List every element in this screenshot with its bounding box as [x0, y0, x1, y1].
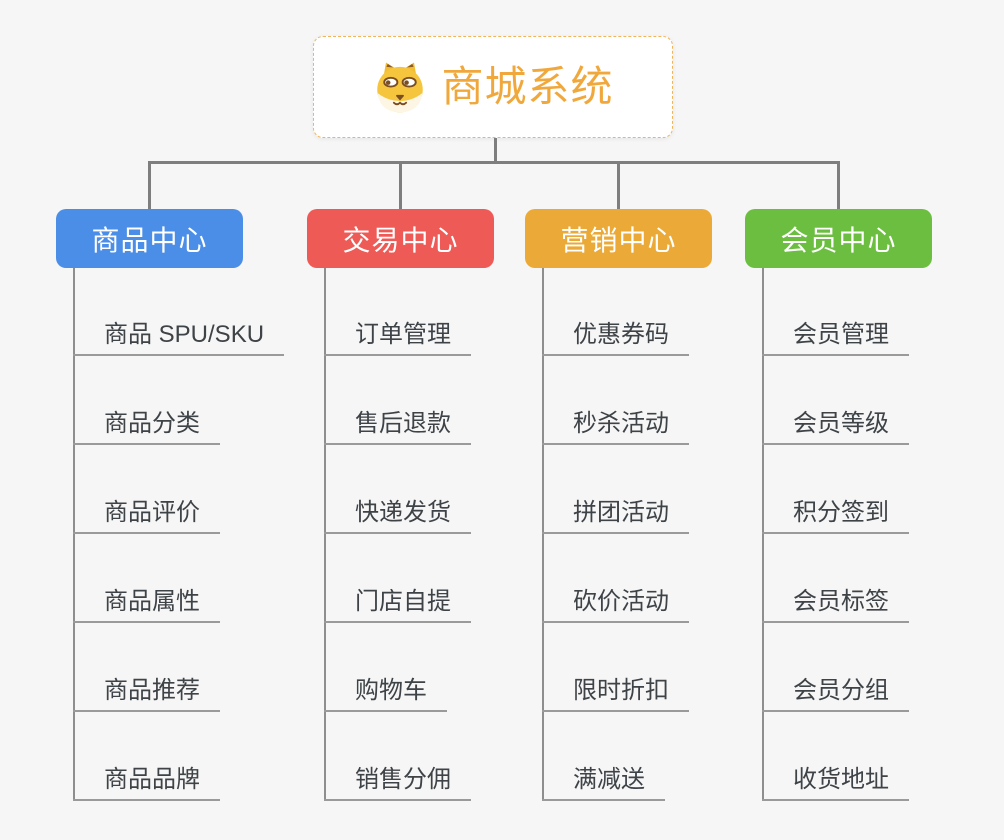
branch-item[interactable]: 商品 SPU/SKU: [73, 316, 285, 356]
branch-label: 商品中心: [91, 224, 208, 256]
root-node[interactable]: 商城系统: [313, 36, 673, 138]
branch-item-label: 收货地址: [793, 766, 889, 794]
branch-item[interactable]: 积分签到: [762, 494, 909, 534]
branch-header-2[interactable]: 交易中心: [307, 209, 494, 268]
branch-item-label: 限时折扣: [573, 677, 669, 705]
branch-item[interactable]: 满减送: [542, 761, 665, 801]
branch-item-label: 售后退款: [355, 410, 451, 438]
branch-item[interactable]: 会员管理: [762, 316, 909, 356]
branch-item[interactable]: 会员分组: [762, 672, 909, 712]
connector-trunk: [542, 268, 544, 800]
branch-header-1[interactable]: 商品中心: [56, 209, 243, 268]
connector-root-stem: [494, 138, 497, 164]
connector-drop: [837, 161, 840, 209]
branch-label: 营销中心: [560, 224, 677, 256]
branch-item[interactable]: 商品分类: [73, 405, 220, 445]
branch-item-label: 商品推荐: [104, 677, 200, 705]
branch-item-label: 商品 SPU/SKU: [104, 321, 265, 349]
branch-item[interactable]: 商品评价: [73, 494, 220, 534]
shiba-dog-icon: [372, 59, 428, 115]
branch-item[interactable]: 购物车: [324, 672, 447, 712]
branch-item[interactable]: 快递发货: [324, 494, 471, 534]
branch-item[interactable]: 会员标签: [762, 583, 909, 623]
branch-item-label: 商品分类: [104, 410, 200, 438]
branch-item-label: 销售分佣: [355, 766, 451, 794]
connector-trunk: [324, 268, 326, 800]
branch-item[interactable]: 优惠券码: [542, 316, 689, 356]
branch-item-label: 满减送: [573, 766, 645, 794]
branch-item[interactable]: 限时折扣: [542, 672, 689, 712]
branch-item-label: 砍价活动: [573, 588, 669, 616]
connector-trunk: [762, 268, 764, 800]
branch-item-label: 商品品牌: [104, 766, 200, 794]
branch-item-label: 购物车: [355, 677, 427, 705]
branch-header-4[interactable]: 会员中心: [745, 209, 932, 268]
branch-header-3[interactable]: 营销中心: [525, 209, 712, 268]
branch-item[interactable]: 收货地址: [762, 761, 909, 801]
connector-rail: [148, 161, 840, 164]
connector-drop: [148, 161, 151, 209]
branch-item-label: 订单管理: [355, 321, 451, 349]
connector-drop: [617, 161, 620, 209]
branch-item-label: 秒杀活动: [573, 410, 669, 438]
branch-item-label: 商品属性: [104, 588, 200, 616]
branch-item[interactable]: 秒杀活动: [542, 405, 689, 445]
branch-item-label: 积分签到: [793, 499, 889, 527]
branch-item[interactable]: 售后退款: [324, 405, 471, 445]
branch-item-label: 会员等级: [793, 410, 889, 438]
branch-item-label: 会员分组: [793, 677, 889, 705]
branch-item-label: 拼团活动: [573, 499, 669, 527]
branch-item[interactable]: 商品品牌: [73, 761, 220, 801]
branch-item[interactable]: 商品推荐: [73, 672, 220, 712]
branch-item-label: 会员管理: [793, 321, 889, 349]
branch-label: 交易中心: [342, 224, 459, 256]
root-title: 商城系统: [441, 63, 614, 110]
branch-item[interactable]: 销售分佣: [324, 761, 471, 801]
branch-item[interactable]: 砍价活动: [542, 583, 689, 623]
branch-item[interactable]: 订单管理: [324, 316, 471, 356]
branch-item[interactable]: 门店自提: [324, 583, 471, 623]
branch-item-label: 会员标签: [793, 588, 889, 616]
branch-item-label: 优惠券码: [573, 321, 669, 349]
branch-item-label: 商品评价: [104, 499, 200, 527]
branch-item[interactable]: 会员等级: [762, 405, 909, 445]
branch-item-label: 门店自提: [355, 588, 451, 616]
branch-item-label: 快递发货: [355, 499, 451, 527]
branch-item[interactable]: 商品属性: [73, 583, 220, 623]
branch-item[interactable]: 拼团活动: [542, 494, 689, 534]
connector-drop: [399, 161, 402, 209]
connector-trunk: [73, 268, 75, 800]
branch-label: 会员中心: [780, 224, 897, 256]
